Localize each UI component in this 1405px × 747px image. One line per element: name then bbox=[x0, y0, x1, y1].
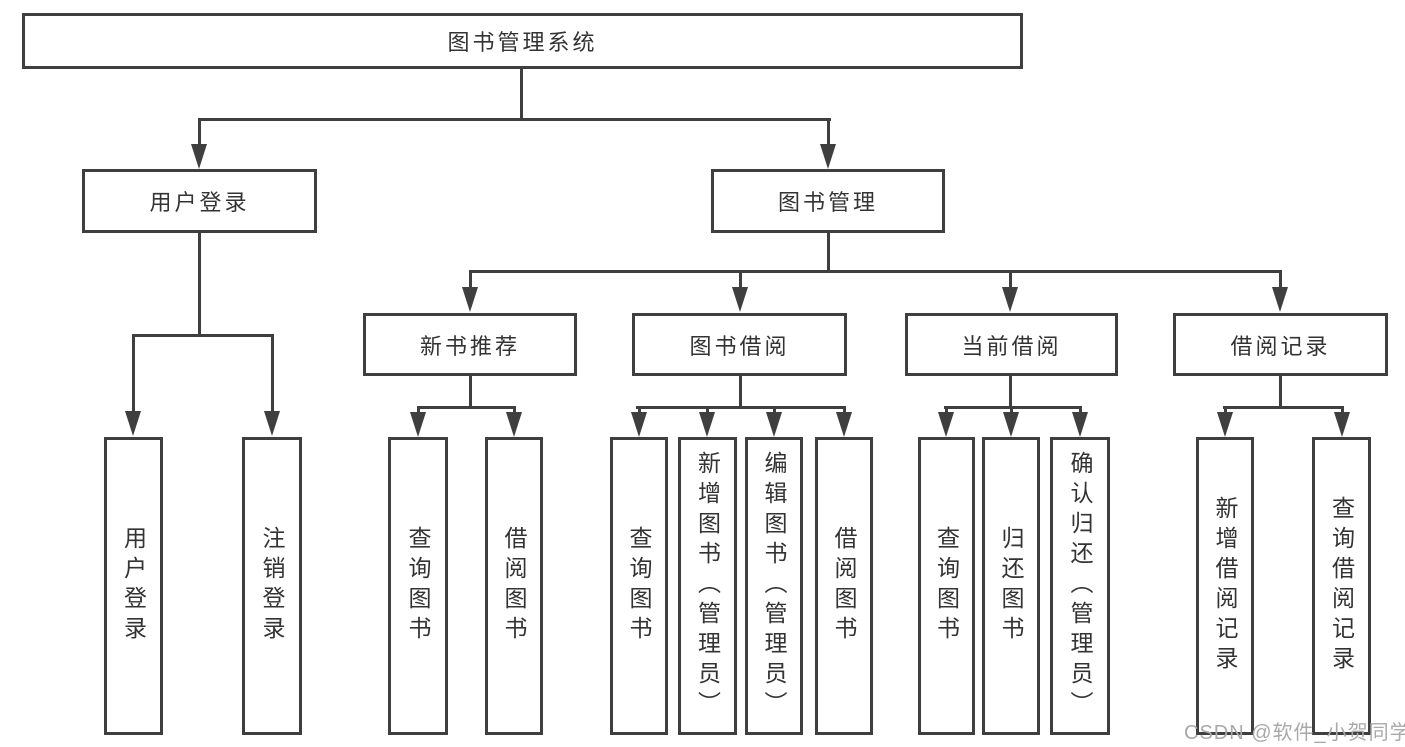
node-label: 归还图书 bbox=[998, 526, 1024, 646]
arrow-to-leaf-query-books-3 bbox=[938, 406, 954, 437]
arrow-to-leaf-return-book bbox=[1003, 406, 1019, 437]
node-label: 编辑图书（管理员） bbox=[761, 451, 787, 721]
node-label: 查询借阅记录 bbox=[1328, 496, 1355, 676]
node-borrow-records: 借阅记录 bbox=[1173, 313, 1388, 376]
node-label: 借阅记录 bbox=[1230, 333, 1331, 359]
arrow-to-leaf-edit-book bbox=[766, 406, 782, 437]
node-label: 查询图书 bbox=[626, 526, 652, 646]
node-label: 确认归还（管理员） bbox=[1067, 451, 1093, 721]
arrow-to-leaf-logout bbox=[264, 334, 280, 436]
stem-new-book-recommend bbox=[469, 374, 472, 409]
node-label: 借阅图书 bbox=[831, 526, 857, 646]
node-leaf-query-books-1: 查询图书 bbox=[388, 437, 448, 735]
node-leaf-borrow-books-2: 借阅图书 bbox=[815, 437, 873, 735]
node-label: 新增图书（管理员） bbox=[694, 451, 721, 721]
arrow-to-new-book-recommend bbox=[462, 270, 478, 312]
node-label: 当前借阅 bbox=[961, 333, 1062, 359]
node-leaf-return-book: 归还图书 bbox=[982, 437, 1040, 735]
node-label: 查询图书 bbox=[933, 526, 960, 646]
node-leaf-add-borrow-record: 新增借阅记录 bbox=[1196, 437, 1254, 735]
node-leaf-confirm-return-admin: 确认归还（管理员） bbox=[1050, 437, 1110, 735]
arrow-to-leaf-query-books-2 bbox=[631, 406, 647, 437]
connector-level3 bbox=[469, 270, 1282, 273]
arrow-to-leaf-add-borrow-record bbox=[1217, 406, 1233, 437]
node-new-book-recommend: 新书推荐 bbox=[363, 313, 577, 376]
node-label: 图书管理系统 bbox=[447, 30, 598, 55]
stem-book-borrow bbox=[739, 374, 742, 409]
node-label: 用户登录 bbox=[149, 190, 250, 215]
node-leaf-query-books-2: 查询图书 bbox=[610, 437, 668, 735]
connector-book-borrow-children bbox=[636, 406, 845, 409]
stem-book-management bbox=[827, 231, 830, 273]
node-leaf-add-book-admin: 新增图书（管理员） bbox=[678, 437, 737, 735]
connector-user-login-children bbox=[132, 334, 274, 337]
arrow-to-leaf-add-book bbox=[699, 406, 715, 437]
node-leaf-logout: 注销登录 bbox=[242, 437, 302, 735]
connector-level2 bbox=[198, 118, 831, 121]
stem-borrow-records bbox=[1279, 374, 1282, 409]
stem-root bbox=[520, 66, 523, 121]
connector-borrow-records-children bbox=[1223, 406, 1343, 409]
node-current-borrow: 当前借阅 bbox=[905, 313, 1118, 376]
arrow-to-leaf-borrow-books-2 bbox=[836, 406, 852, 437]
arrow-to-leaf-borrow-books-1 bbox=[506, 406, 522, 437]
arrow-to-user-login bbox=[191, 118, 207, 169]
arrow-to-leaf-confirm-return bbox=[1072, 406, 1088, 437]
node-leaf-edit-book-admin: 编辑图书（管理员） bbox=[745, 437, 803, 735]
node-label: 新增借阅记录 bbox=[1212, 496, 1238, 676]
node-label: 图书借阅 bbox=[689, 333, 790, 359]
watermark: CSDN @软件_小贺同学 bbox=[1184, 722, 1405, 744]
node-leaf-user-login: 用户登录 bbox=[104, 437, 163, 735]
node-book-management: 图书管理 bbox=[711, 169, 945, 233]
node-book-borrow: 图书借阅 bbox=[632, 313, 847, 376]
node-label: 用户登录 bbox=[120, 526, 147, 646]
node-label: 查询图书 bbox=[405, 526, 431, 646]
node-label: 图书管理 bbox=[777, 190, 878, 215]
node-root: 图书管理系统 bbox=[22, 13, 1023, 69]
arrow-to-leaf-query-books-1 bbox=[410, 406, 426, 437]
stem-current-borrow bbox=[1009, 374, 1012, 409]
node-leaf-query-borrow-record: 查询借阅记录 bbox=[1312, 437, 1371, 735]
node-label: 借阅图书 bbox=[501, 526, 527, 646]
arrow-to-borrow-records bbox=[1272, 270, 1288, 312]
node-user-login: 用户登录 bbox=[82, 169, 317, 233]
arrow-to-book-borrow bbox=[732, 270, 748, 312]
node-label: 新书推荐 bbox=[419, 333, 520, 359]
arrow-to-leaf-user-login bbox=[125, 334, 141, 436]
arrow-to-book-management bbox=[820, 118, 836, 169]
node-leaf-query-books-3: 查询图书 bbox=[918, 437, 975, 735]
stem-user-login bbox=[198, 231, 201, 337]
connector-new-book-children bbox=[417, 406, 516, 409]
arrow-to-leaf-query-borrow-record bbox=[1334, 406, 1350, 437]
node-label: 注销登录 bbox=[259, 526, 285, 646]
arrow-to-current-borrow bbox=[1002, 270, 1018, 312]
node-leaf-borrow-books-1: 借阅图书 bbox=[485, 437, 543, 735]
